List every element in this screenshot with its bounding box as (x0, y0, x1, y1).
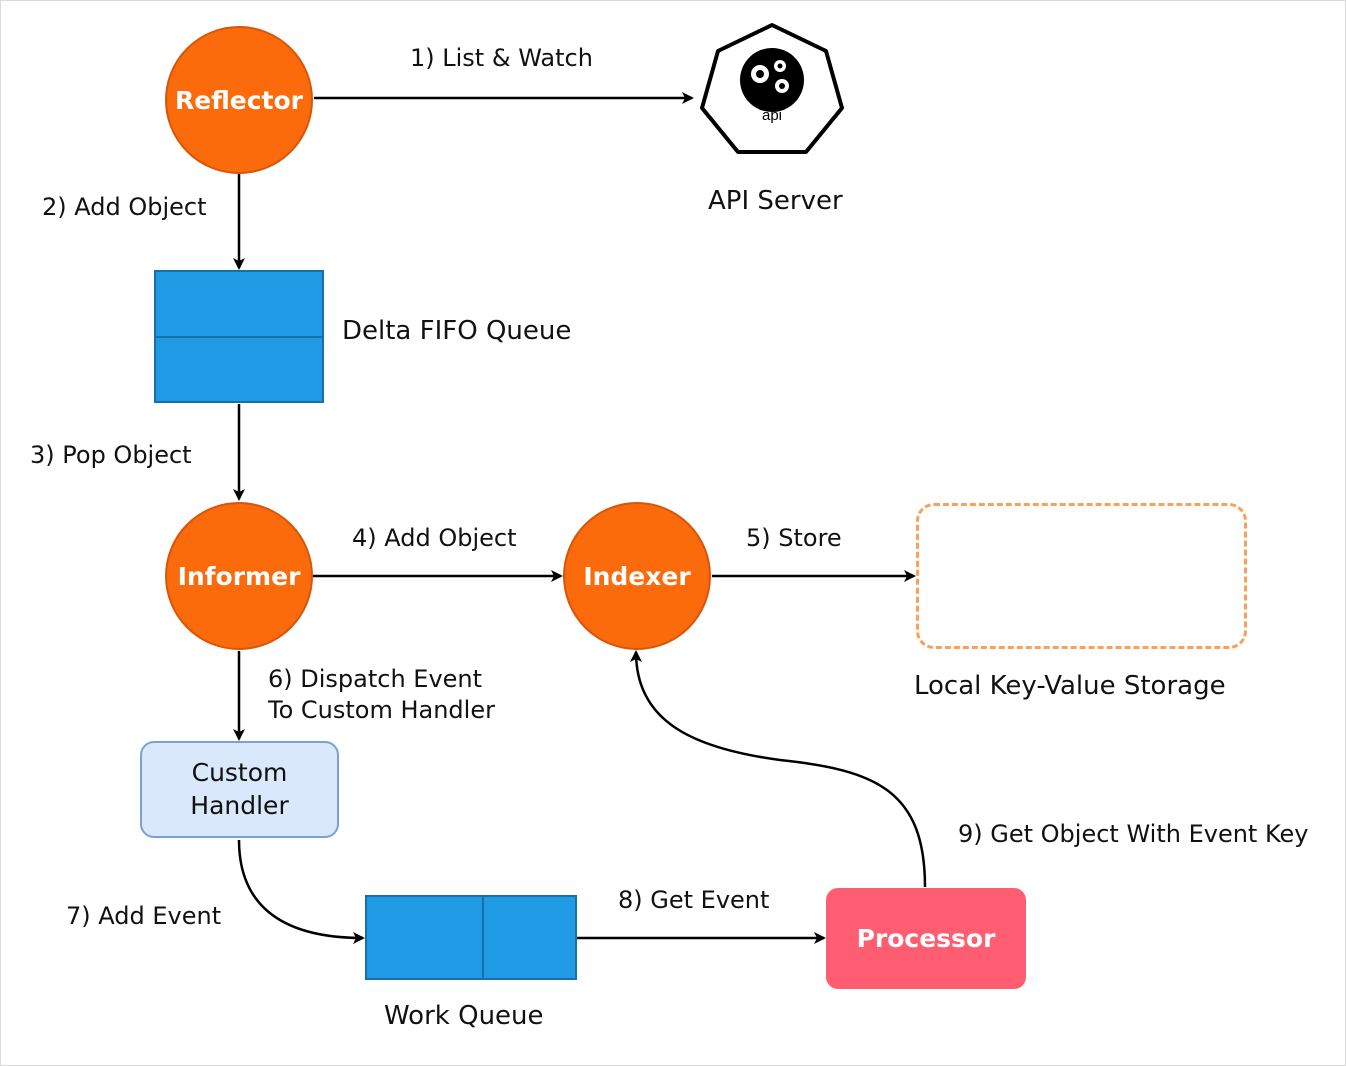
indexer-label: Indexer (583, 561, 691, 591)
api-server-label: API Server (708, 186, 843, 216)
delta-fifo-queue-shape (154, 270, 324, 403)
edge-label-pop-object: 3) Pop Object (30, 441, 192, 469)
edge-label-store: 5) Store (746, 524, 842, 552)
edge-label-list-watch: 1) List & Watch (410, 44, 593, 72)
edge-label-add-event: 7) Add Event (66, 902, 222, 930)
edge-handler-to-workqueue (237, 839, 365, 944)
custom-handler-node: Custom Handler (140, 741, 339, 838)
informer-node: Informer (165, 502, 313, 650)
edge-label-dispatch-line2: To Custom Handler (268, 696, 495, 724)
edge-processor-to-indexer (630, 650, 927, 888)
edge-label-add-object-2: 2) Add Object (42, 193, 207, 221)
edge-label-get-object-event-key: 9) Get Object With Event Key (958, 820, 1309, 848)
informer-label: Informer (177, 561, 301, 591)
local-storage-label: Local Key-Value Storage (914, 671, 1226, 701)
local-storage-box (916, 503, 1247, 649)
reflector-label: Reflector (175, 85, 303, 115)
custom-handler-label: Custom Handler (190, 758, 289, 820)
reflector-node: Reflector (165, 26, 313, 174)
edge-label-get-event: 8) Get Event (618, 886, 770, 914)
api-icon-text: api (762, 107, 782, 124)
work-queue-shape (365, 895, 577, 980)
processor-label: Processor (856, 924, 996, 953)
delta-fifo-queue-label: Delta FIFO Queue (342, 316, 572, 346)
edge-label-dispatch-line1: 6) Dispatch Event (268, 665, 483, 693)
work-queue-label: Work Queue (384, 1001, 544, 1031)
api-server-icon: api (700, 23, 844, 154)
indexer-node: Indexer (563, 502, 711, 650)
processor-node: Processor (826, 888, 1026, 989)
edge-label-add-object-4: 4) Add Object (352, 524, 517, 552)
